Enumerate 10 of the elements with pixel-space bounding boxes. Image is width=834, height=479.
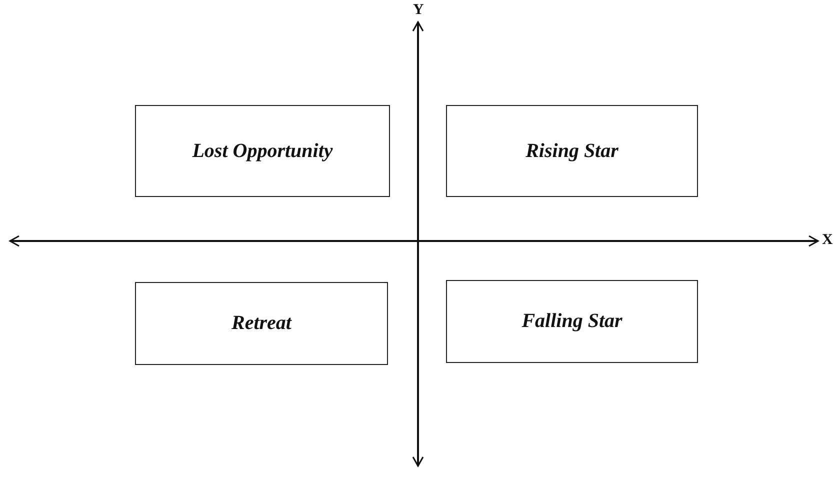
quadrant-label: Lost Opportunity bbox=[192, 140, 333, 162]
axis-label: X bbox=[822, 232, 833, 249]
quadrant-box bbox=[135, 282, 388, 365]
axis-label: Y bbox=[413, 2, 424, 19]
quadrant-box bbox=[446, 280, 698, 363]
quadrant-box bbox=[135, 105, 390, 197]
quadrant-label: Retreat bbox=[232, 312, 292, 335]
quadrant-label: Falling Star bbox=[522, 310, 622, 333]
quadrant-box bbox=[446, 105, 698, 197]
quadrant-label: Rising Star bbox=[526, 140, 618, 162]
